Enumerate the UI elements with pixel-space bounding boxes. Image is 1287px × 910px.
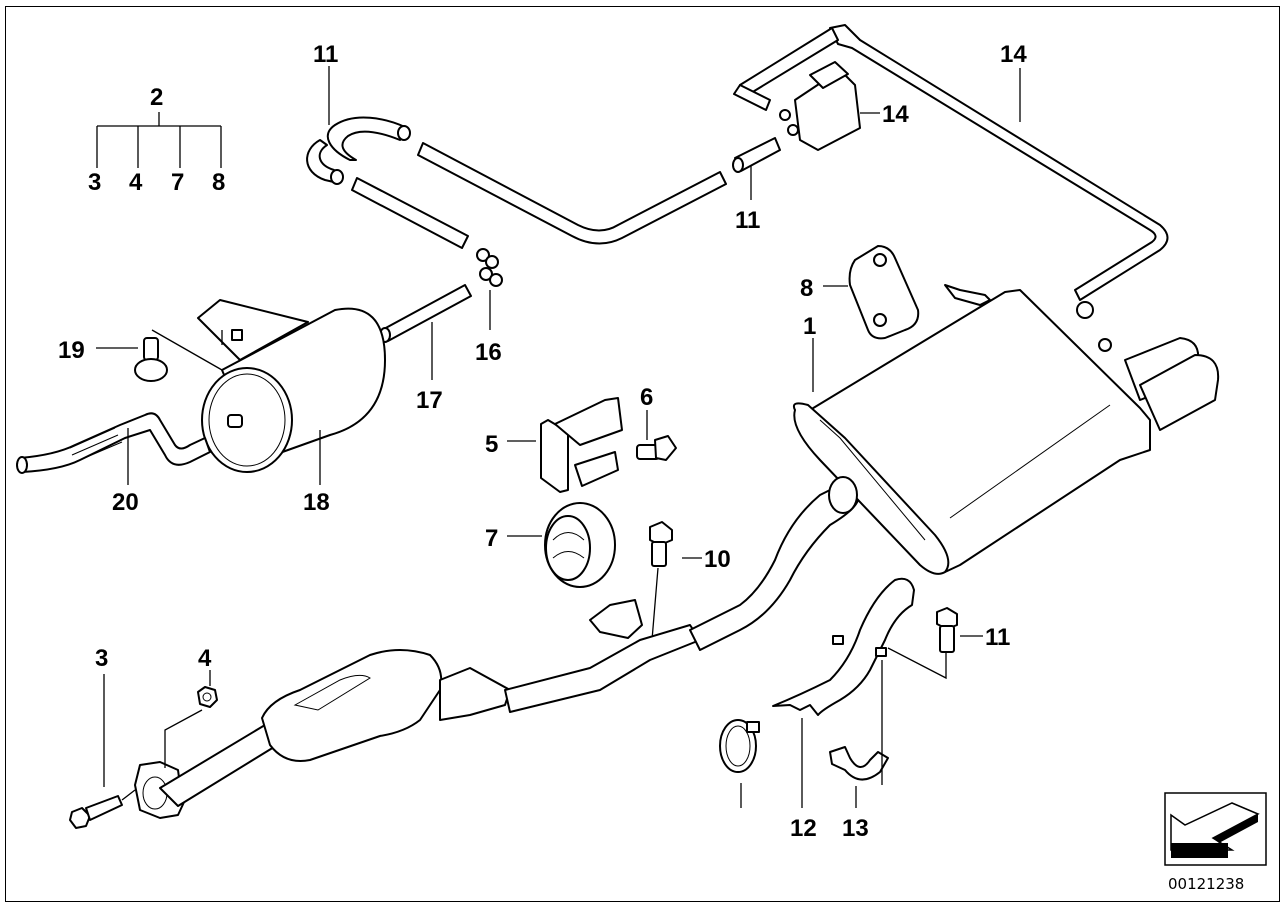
part-rubber-hanger-8[interactable] [848, 245, 920, 340]
part-clamp-10[interactable] [829, 746, 889, 781]
part-bolt-18[interactable] [134, 337, 168, 382]
part-hose-clamp-20[interactable] [719, 719, 760, 773]
part-front-pipe[interactable] [134, 476, 859, 819]
part-hose-16[interactable] [381, 284, 472, 342]
callout-6: 6 [640, 384, 653, 411]
callout-16: 17 [416, 387, 443, 414]
part-bolt-11[interactable] [649, 521, 673, 567]
callout-9: 12 [790, 815, 817, 842]
callout-5: 5 [485, 431, 498, 458]
callout-7b: 7 [485, 525, 498, 552]
callout-11b: 11 [985, 624, 1010, 651]
reference-number: 00121238 [1168, 875, 1244, 893]
callout-1: 1 [803, 313, 816, 340]
part-hose-19[interactable] [16, 412, 211, 474]
group-child-label: 8 [212, 169, 225, 196]
part-bolt-6[interactable] [636, 435, 677, 461]
group-child-label: 3 [88, 169, 101, 196]
callout-3b: 3 [95, 645, 108, 672]
nav-arrow-box[interactable]: 00121238 [1164, 792, 1267, 893]
group-child-label: 4 [129, 169, 143, 196]
callout-15: 16 [475, 339, 502, 366]
part-heat-shield-9[interactable] [772, 577, 915, 716]
group-child-label: 7 [171, 169, 184, 196]
part-bracket-5[interactable] [540, 397, 623, 493]
part-short-hose[interactable] [351, 177, 469, 249]
part-nut-4[interactable] [197, 686, 218, 708]
group-label-2: 2 3 4 7 8 [88, 84, 225, 196]
callout-12: 14 [1000, 41, 1027, 68]
group-parent-label: 2 [150, 84, 163, 111]
callout-14: 11 [313, 41, 338, 68]
callout-19: 20 [112, 489, 139, 516]
callout-4b: 4 [198, 645, 212, 672]
callout-18: 19 [58, 337, 85, 364]
callout-11a: 10 [704, 546, 731, 573]
callout-17: 18 [303, 489, 330, 516]
part-bolt-3[interactable] [69, 795, 123, 829]
part-long-hose[interactable] [417, 142, 727, 245]
part-rear-muffler-1[interactable] [792, 284, 1220, 575]
part-connector-15[interactable] [476, 248, 503, 287]
diagram-frame [5, 6, 1280, 902]
part-solenoid-valve-13[interactable] [779, 61, 861, 151]
callout-10: 13 [842, 815, 869, 842]
part-hose-14-curved[interactable] [306, 116, 411, 185]
callout-14b: 11 [735, 207, 760, 234]
callout-8b: 8 [800, 275, 813, 302]
part-vacuum-line-12[interactable] [733, 24, 1169, 301]
part-rubber-ring-7[interactable] [544, 502, 616, 588]
part-bolt-11-right[interactable] [936, 607, 958, 653]
callout-13: 14 [882, 101, 909, 128]
part-vacuum-reservoir-17[interactable] [197, 299, 386, 473]
